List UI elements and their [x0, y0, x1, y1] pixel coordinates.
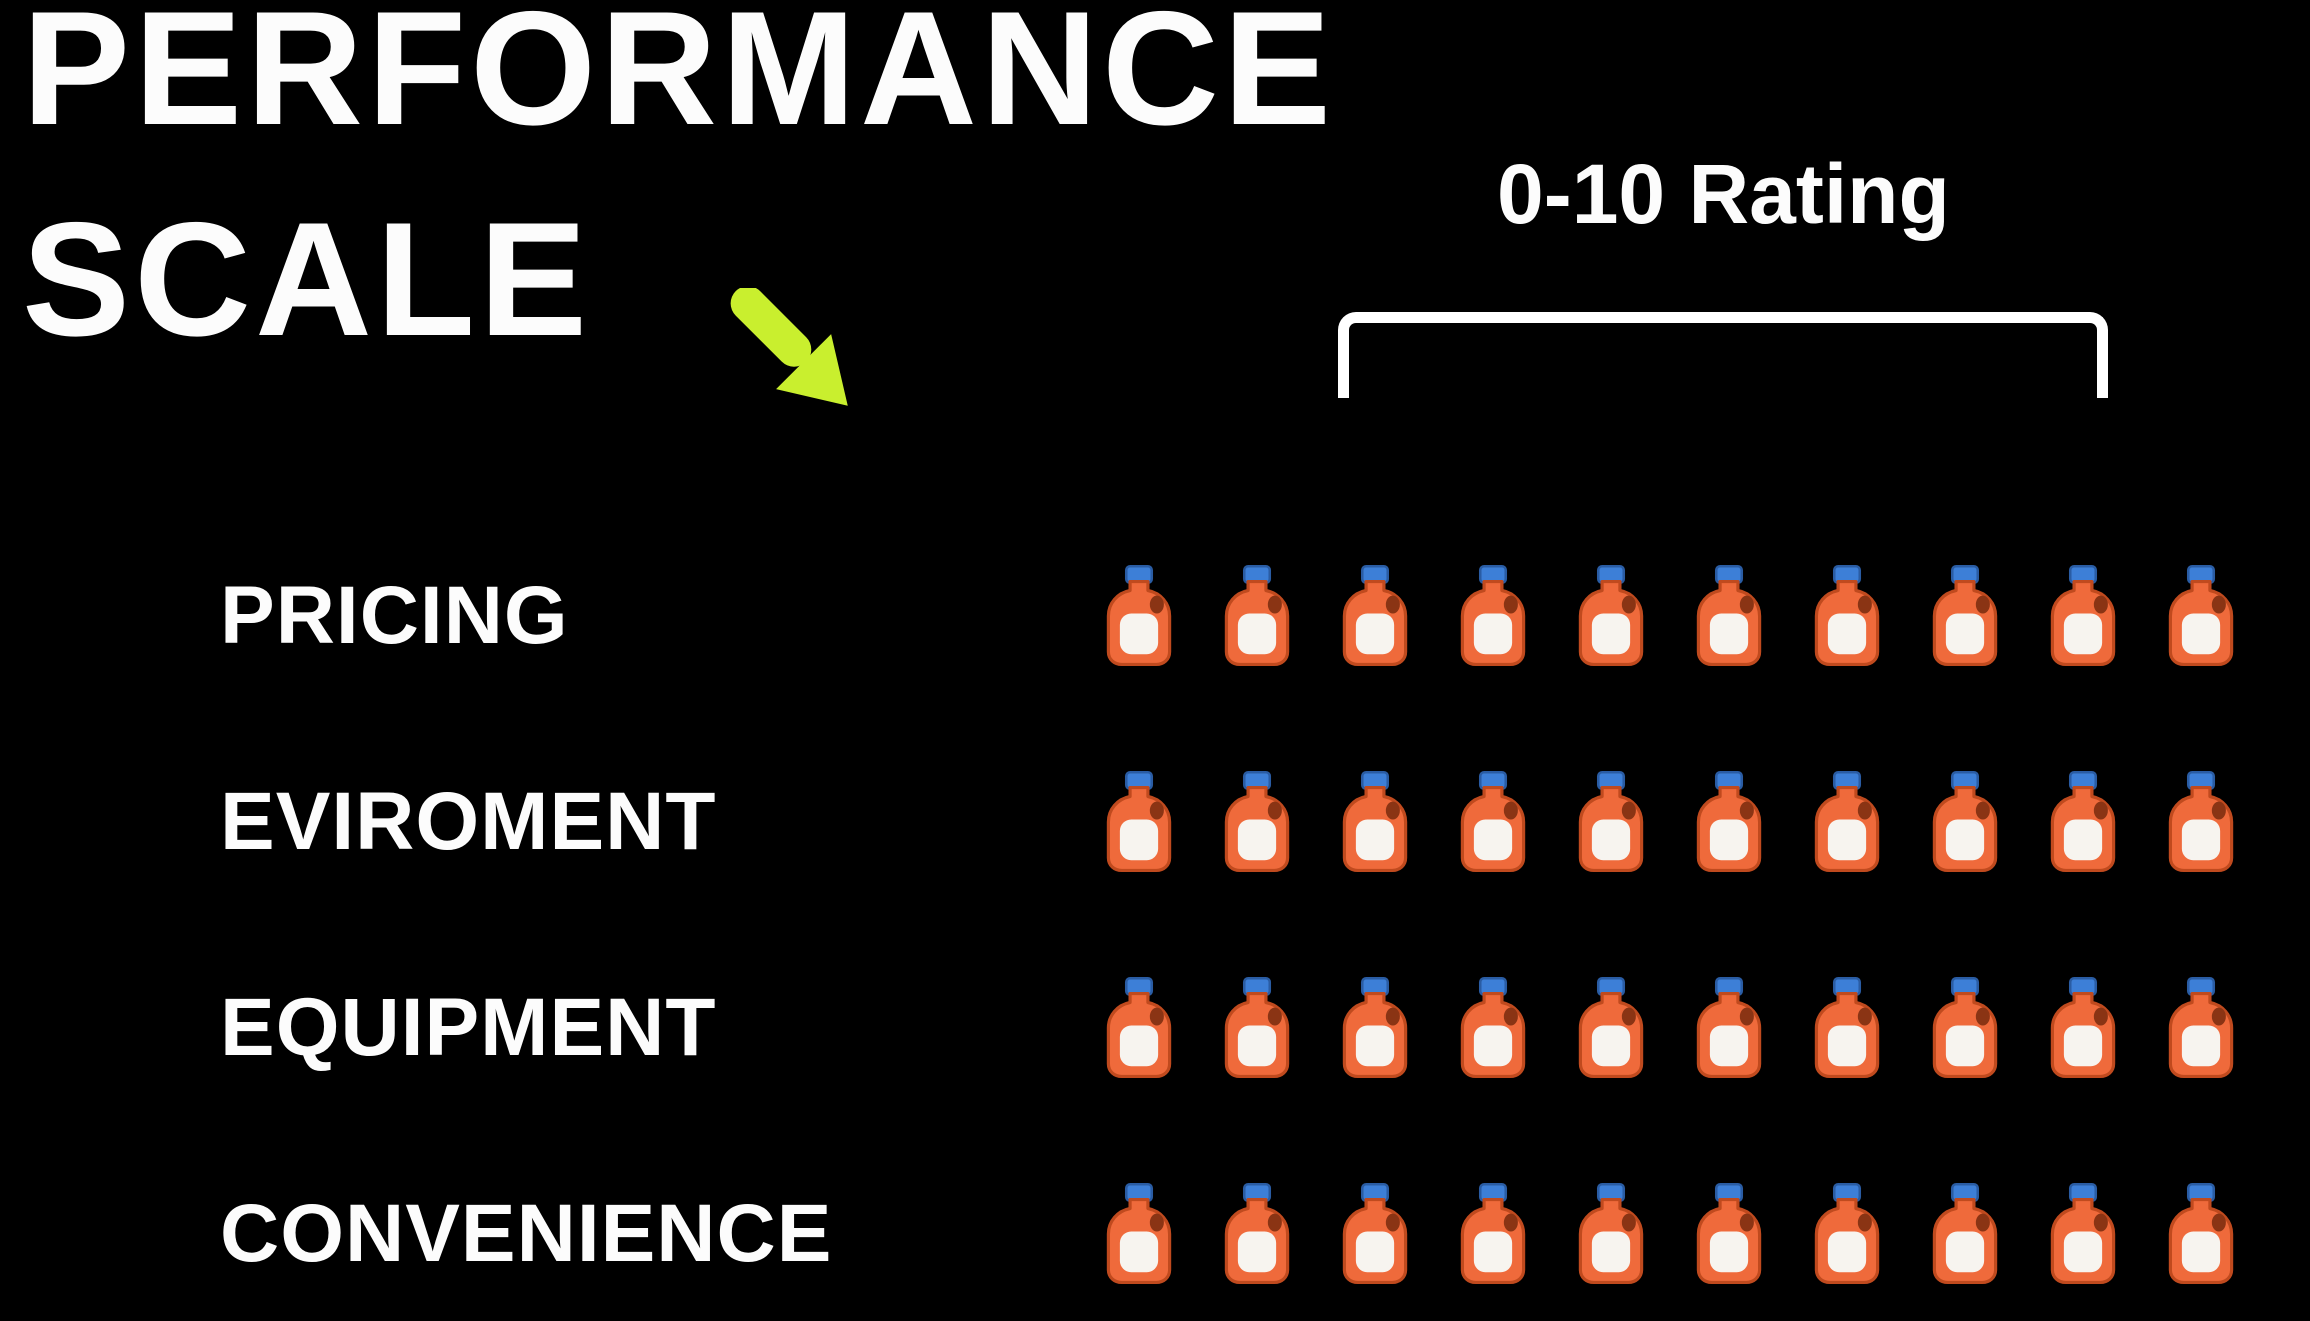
detergent-bottle-icon: [1932, 771, 1998, 873]
detergent-bottle-icon: [2168, 771, 2234, 873]
detergent-bottle-icon: [1696, 565, 1762, 667]
title-line-2: SCALE: [22, 188, 592, 370]
category-label: EVIROMENT: [220, 776, 717, 867]
detergent-bottle-icon: [2050, 977, 2116, 1079]
icon-strip: [1100, 1183, 2240, 1285]
detergent-bottle-icon: [1460, 977, 1526, 1079]
detergent-bottle-icon: [1696, 977, 1762, 1079]
rating-row: PRICING: [0, 565, 2310, 667]
rating-scale-label: 0-10 Rating: [1497, 147, 1950, 241]
detergent-bottle-icon: [1578, 565, 1644, 667]
rating-row: EVIROMENT: [0, 771, 2310, 873]
detergent-bottle-icon: [1342, 565, 1408, 667]
detergent-bottle-icon: [1932, 1183, 1998, 1285]
detergent-bottle-icon: [1578, 977, 1644, 1079]
detergent-bottle-icon: [1814, 771, 1880, 873]
rating-row: EQUIPMENT: [0, 977, 2310, 1079]
arrow-down-right-icon: [730, 288, 848, 406]
detergent-bottle-icon: [1696, 771, 1762, 873]
detergent-bottle-icon: [1814, 977, 1880, 1079]
rating-bracket: [1338, 312, 2108, 398]
detergent-bottle-icon: [1932, 977, 1998, 1079]
detergent-bottle-icon: [1342, 1183, 1408, 1285]
icon-strip: [1100, 771, 2240, 873]
category-label: PRICING: [220, 570, 569, 661]
category-label: CONVENIENCE: [220, 1188, 833, 1279]
rating-row: CONVENIENCE: [0, 1183, 2310, 1285]
detergent-bottle-icon: [1106, 1183, 1172, 1285]
detergent-bottle-icon: [1106, 977, 1172, 1079]
detergent-bottle-icon: [1342, 771, 1408, 873]
detergent-bottle-icon: [2050, 565, 2116, 667]
detergent-bottle-icon: [2168, 977, 2234, 1079]
detergent-bottle-icon: [1460, 771, 1526, 873]
detergent-bottle-icon: [2168, 565, 2234, 667]
detergent-bottle-icon: [1578, 771, 1644, 873]
detergent-bottle-icon: [1224, 977, 1290, 1079]
title-line-1: PERFORMANCE: [22, 0, 1336, 159]
detergent-bottle-icon: [1696, 1183, 1762, 1285]
icon-strip: [1100, 977, 2240, 1079]
detergent-bottle-icon: [1814, 1183, 1880, 1285]
detergent-bottle-icon: [1224, 565, 1290, 667]
detergent-bottle-icon: [1106, 771, 1172, 873]
detergent-bottle-icon: [2050, 771, 2116, 873]
detergent-bottle-icon: [2050, 1183, 2116, 1285]
detergent-bottle-icon: [1342, 977, 1408, 1079]
detergent-bottle-icon: [1578, 1183, 1644, 1285]
detergent-bottle-icon: [1106, 565, 1172, 667]
page-title: PERFORMANCE SCALE: [22, 0, 1335, 385]
category-label: EQUIPMENT: [220, 982, 717, 1073]
detergent-bottle-icon: [1224, 771, 1290, 873]
detergent-bottle-icon: [1460, 565, 1526, 667]
icon-strip: [1100, 565, 2240, 667]
detergent-bottle-icon: [1814, 565, 1880, 667]
detergent-bottle-icon: [2168, 1183, 2234, 1285]
detergent-bottle-icon: [1460, 1183, 1526, 1285]
detergent-bottle-icon: [1932, 565, 1998, 667]
detergent-bottle-icon: [1224, 1183, 1290, 1285]
